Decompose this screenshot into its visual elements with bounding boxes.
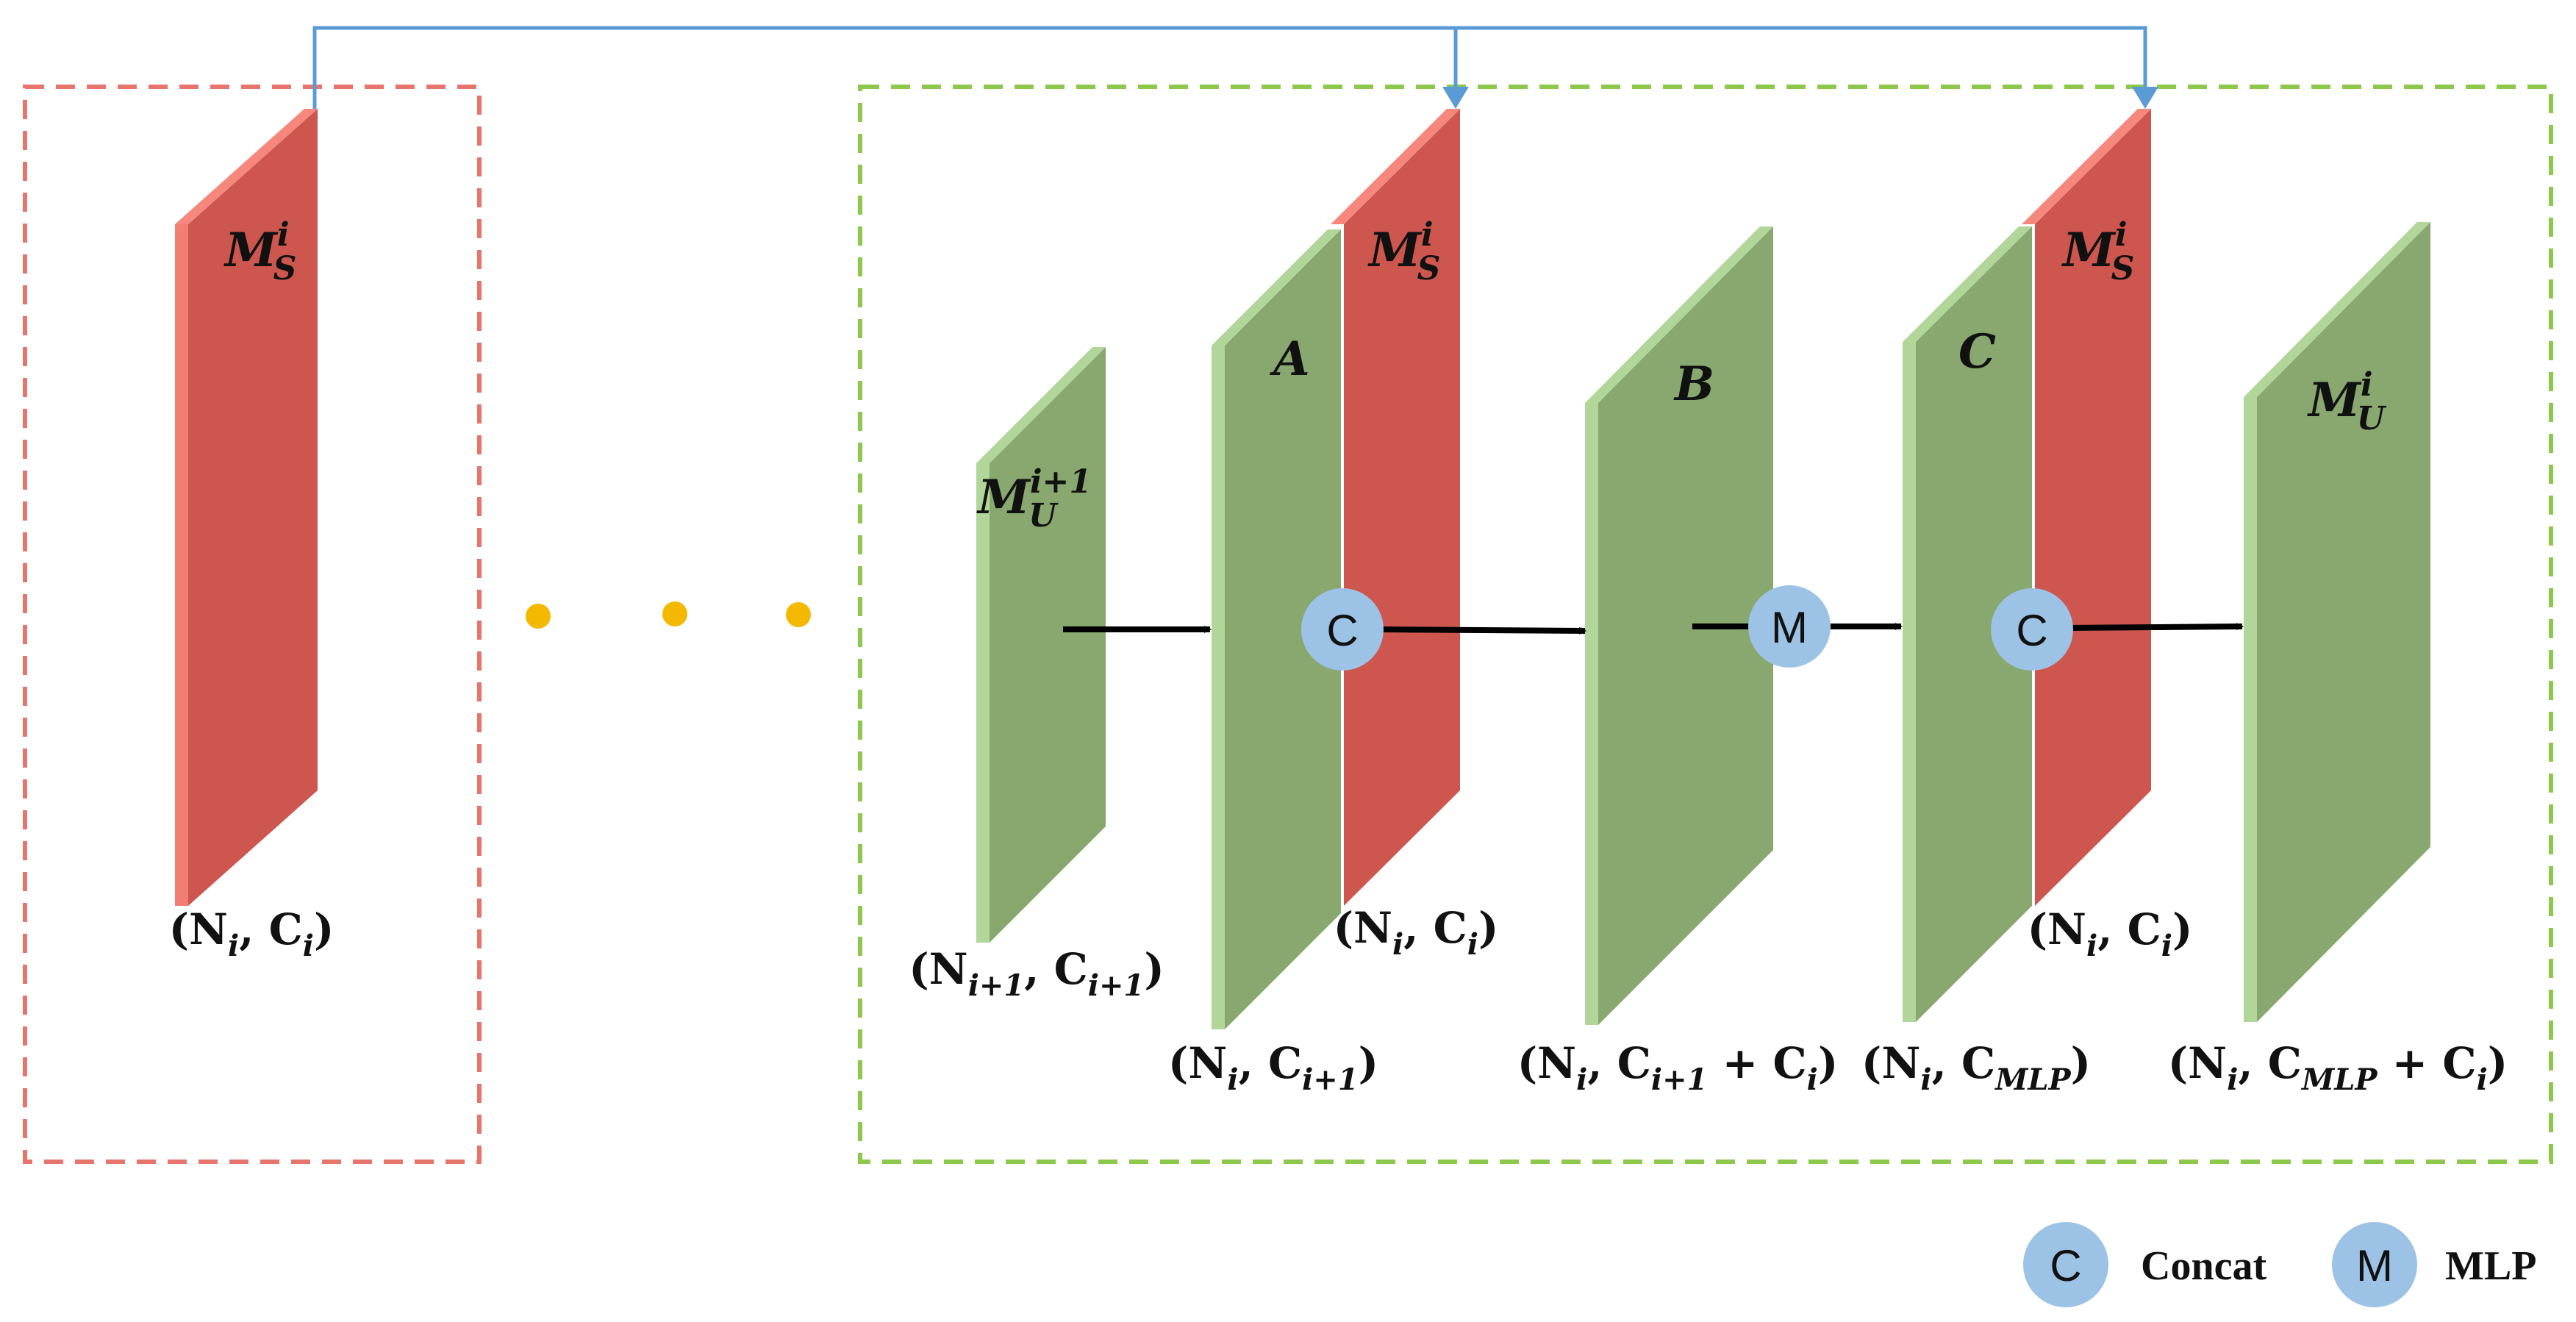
skip-connector — [312, 26, 2147, 110]
skip-arrow-head-2 — [2132, 87, 2158, 109]
dim-ms-1: (Ni, Ci) — [1334, 903, 1499, 962]
concat-op-2: C — [1991, 588, 2073, 671]
dim-b: (Ni, Ci+1 + Ci) — [1517, 1038, 1839, 1097]
label-c: C — [1958, 324, 1996, 379]
panel-ms-2 — [2022, 109, 2151, 906]
dim-a: (Ni, Ci+1) — [1168, 1038, 1378, 1097]
encoder-dashed-box — [23, 85, 482, 1164]
dim-mu-next: (Ni+1, Ci+1) — [909, 944, 1164, 1003]
legend: C Concat M MLP — [2023, 1222, 2536, 1307]
panel-left-ms — [175, 109, 318, 906]
panel-a — [1212, 229, 1341, 1029]
arrow-concat-to-out — [2065, 623, 2244, 631]
skip-arrow-head-1 — [1442, 87, 1469, 109]
legend-concat-label: Concat — [2141, 1243, 2266, 1289]
dim-c: (Ni, CMLP) — [1861, 1038, 2091, 1097]
ellipsis-dot — [786, 602, 811, 627]
concat-op-1: C — [1301, 588, 1384, 671]
dim-mu-out: (Ni, CMLP + Ci) — [2168, 1038, 2508, 1097]
label-a: A — [1270, 332, 1310, 387]
label-b: B — [1673, 357, 1714, 412]
legend-concat: C Concat — [2023, 1222, 2266, 1307]
panel-b — [1585, 226, 1773, 1025]
panel-mu-next — [976, 347, 1106, 943]
panel-c — [1903, 226, 2032, 1022]
legend-mlp-label: MLP — [2445, 1243, 2536, 1289]
ellipsis-dot — [526, 604, 551, 629]
concat-op-1-symbol: C — [1326, 606, 1358, 655]
dim-left: (Ni, Ci) — [169, 904, 334, 963]
decoder-dashed-box — [858, 85, 2553, 1164]
legend-concat-symbol: C — [2050, 1241, 2081, 1290]
mlp-op-symbol: M — [1771, 603, 1808, 652]
ellipsis-dot — [662, 601, 687, 626]
dim-ms-2: (Ni, Ci) — [2028, 904, 2193, 963]
legend-mlp-symbol: M — [2356, 1241, 2393, 1290]
panel-ms-1 — [1331, 109, 1460, 906]
legend-mlp: M MLP — [2332, 1222, 2536, 1307]
mlp-op: M — [1748, 585, 1831, 668]
panel-mu-out — [2244, 222, 2430, 1022]
concat-op-2-symbol: C — [2016, 606, 2047, 655]
arrow-concat-to-b — [1380, 626, 1586, 635]
